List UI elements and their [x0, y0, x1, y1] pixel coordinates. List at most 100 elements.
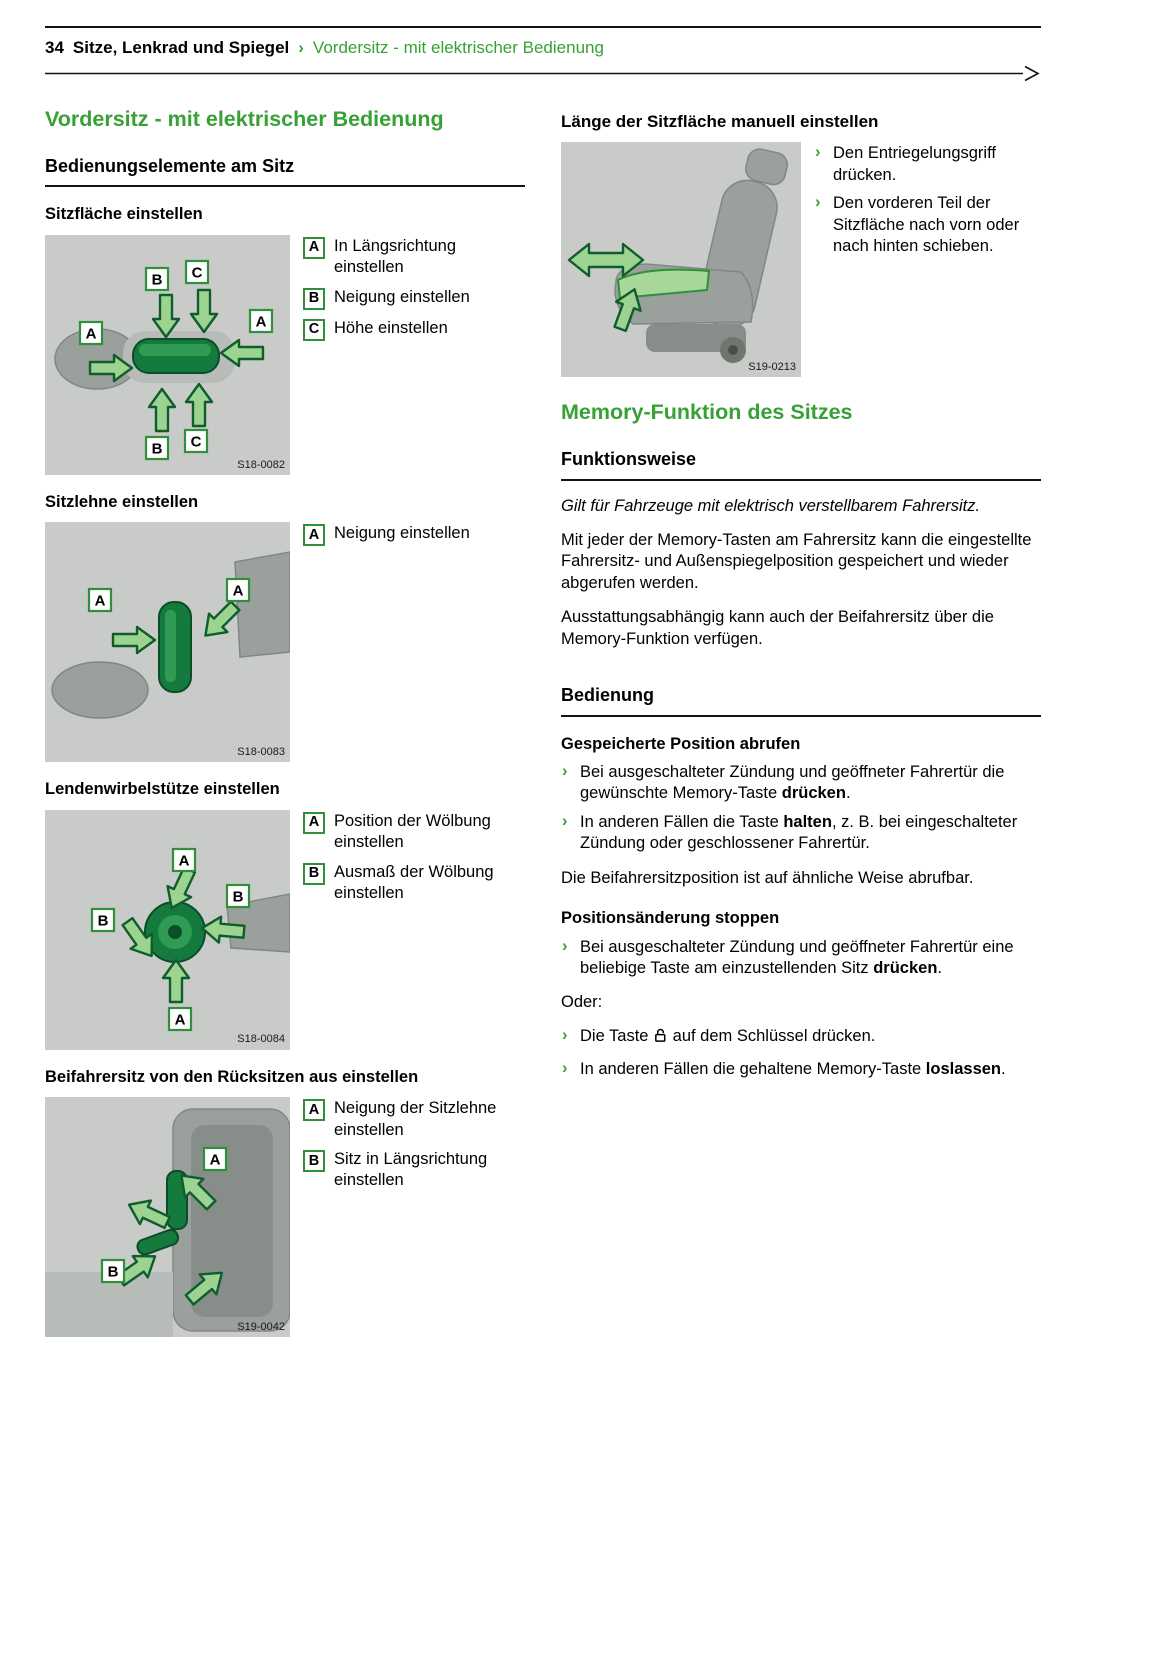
legend-key-box: B [303, 287, 325, 310]
page-number: 34 [45, 38, 64, 57]
subheading-stoppen: Positionsänderung stoppen [561, 909, 780, 928]
figure-row-beifahrersitz: A B S19-0042 A Neigung der Sitzlehne ein… [45, 1097, 525, 1338]
figure-label-box: A [87, 588, 113, 613]
legend-beifahrersitz: A Neigung der Sitzlehne einstellen B Sit… [290, 1097, 525, 1337]
legend-item: B Neigung einstellen [303, 287, 525, 310]
manual-adjust-heading: Länge der Sitzfläche manuell einstellen [561, 112, 879, 132]
legend-sitzflaeche: A In Längsrichtung einstellen B Neigung … [290, 235, 525, 475]
bullet-text-bold: drücken [873, 959, 938, 978]
figure-code: S18-0083 [237, 746, 285, 758]
bullet-item: › Die Taste auf dem Schlüssel drücken. [561, 1026, 1041, 1047]
figure-label-box: A [202, 1147, 228, 1172]
figure-code: S19-0042 [237, 1320, 285, 1333]
figure-sitzflaeche: B C A A B C S18-0082 [45, 234, 290, 475]
figure-title-beifahrersitz: Beifahrersitz von den Rücksitzen aus ein… [45, 1067, 419, 1086]
legend-key-box: B [303, 1150, 325, 1173]
figure-label-box: C [183, 428, 209, 453]
bullet-text: Bei ausgeschalteter Zündung und geöffnet… [580, 938, 1014, 977]
bullet-text-pre: Bei ausgeschalteter Zündung und geöffnet… [580, 762, 1005, 803]
figure-label: C [192, 264, 203, 281]
legend-key: B [308, 1152, 320, 1169]
seat-side-view-diagram [567, 148, 789, 364]
figure-label-box: A [167, 1006, 193, 1031]
figure-code: S19-0213 [748, 360, 796, 373]
legend-sitzlehne: A Neigung einstellen [290, 522, 525, 762]
legend-key: A [308, 239, 320, 256]
bullet-text-pre: Bei ausgeschalteter Zündung und geöffnet… [580, 937, 1014, 978]
unlock-icon [655, 1028, 666, 1042]
legend-key: A [308, 1101, 320, 1118]
bullet-text-post: . [937, 959, 942, 978]
subheading-abrufen: Gespeicherte Position abrufen [561, 734, 801, 753]
memory-section-title: Memory-Funktion des Sitzes [561, 400, 853, 425]
legend-key-box: A [303, 236, 325, 259]
bullet-item: › Den vorderen Teil der Sitzfläche nach … [814, 193, 1041, 257]
legend-text: Neigung einstellen [334, 287, 470, 306]
figure-label: B [233, 888, 244, 905]
figure-beifahrersitz: A B S19-0042 [45, 1097, 290, 1338]
bullet-arrow-icon: › [815, 193, 821, 212]
manual-adjust-bullets: › Den Entriegelungsgriff drücken. › Den … [801, 142, 1041, 377]
figure-label: A [256, 313, 267, 330]
bullet-text: Bei ausgeschalteter Zündung und geöffnet… [580, 763, 1004, 802]
bullet-text-post: , z. B. bei eingeschalteter Zündung oder… [580, 812, 1018, 853]
legend-key: B [308, 290, 320, 307]
page-container: 34 Sitze, Lenkrad und Spiegel › Vordersi… [45, 26, 1041, 1338]
bullet-item: › In anderen Fällen die gehaltene Memory… [561, 1059, 1041, 1080]
paragraph: Mit jeder der Memory-Tasten am Fahrersit… [561, 530, 1032, 592]
column-gap [525, 84, 561, 1337]
bullet-text: In anderen Fällen die Taste halten, z. B… [580, 813, 1017, 852]
figure-label: A [175, 1011, 186, 1028]
figure-lendenwirbelstuetze: A B B A S18-0084 [45, 809, 290, 1050]
figure-code: S18-0082 [237, 458, 285, 471]
paragraph: Ausstattungsabhängig kann auch der Beifa… [561, 608, 994, 648]
figure-label-box: A [225, 578, 251, 603]
figure-label: A [95, 593, 106, 610]
figure-label-box: B [90, 907, 116, 932]
bullet-text: Die Taste auf dem Schlüssel drücken. [580, 1027, 875, 1045]
legend-text: Ausmaß der Wölbung einstellen [334, 862, 494, 903]
legend-item: A Neigung der Sitzlehne einstellen [303, 1098, 525, 1141]
figure-label-box: A [171, 847, 197, 872]
legend-key: C [308, 321, 320, 338]
figure-title-sitzlehne: Sitzlehne einstellen [45, 492, 199, 511]
bullet-item: › Den Entriegelungsgriff drücken. [814, 143, 1041, 186]
applicability-note: Gilt für Fahrzeuge mit elektrisch verste… [561, 496, 981, 515]
figure-label-box: B [225, 883, 251, 908]
figure-title-lendenwirbelstuetze: Lendenwirbelstütze einstellen [45, 780, 280, 799]
bullet-text: In anderen Fällen die gehaltene Memory-T… [580, 1060, 1006, 1078]
bullet-text-post: . [1001, 1060, 1006, 1079]
legend-text: Sitz in Längsrichtung einstellen [334, 1150, 488, 1190]
figure-label-box: C [184, 259, 210, 284]
legend-key: B [308, 865, 320, 882]
legend-key: A [308, 814, 320, 831]
figure-label: B [152, 440, 163, 457]
figure-row-sitzlehne: A A S18-0083 A Neigung einstellen [45, 522, 525, 763]
legend-item: C Höhe einstellen [303, 318, 525, 341]
figure-label: A [179, 852, 190, 869]
legend-item: B Ausmaß der Wölbung einstellen [303, 862, 525, 905]
bullet-item: › Bei ausgeschalteter Zündung und geöffn… [561, 762, 1041, 805]
bullet-arrow-icon: › [562, 761, 568, 780]
legend-key-box: C [303, 318, 325, 341]
figure-label-box: B [100, 1259, 126, 1284]
bullet-arrow-icon: › [562, 1059, 568, 1078]
legend-key-box: A [303, 1099, 325, 1122]
figure-title-sitzflaeche: Sitzfläche einstellen [45, 205, 203, 224]
figure-label-box: B [144, 266, 170, 291]
bullet-arrow-icon: › [562, 1025, 568, 1044]
figure-row-sitzflaeche: B C A A B C S18-0082 A In Längsrichtung … [45, 234, 525, 475]
figure-label-box: B [144, 435, 170, 460]
seat-backrest-diagram: A A [51, 551, 290, 720]
bullet-arrow-icon: › [562, 936, 568, 955]
bullet-arrow-icon: › [815, 143, 821, 162]
figure-manual-adjust: S19-0213 [561, 142, 801, 378]
seat-surface-diagram: B C A A B C [54, 259, 274, 460]
header-rule-arrow [45, 65, 1040, 82]
section-heading-bedienungselemente: Bedienungselemente am Sitz [45, 155, 525, 188]
passenger-seat-diagram: A B [45, 1108, 290, 1338]
bullet-text-post: . [845, 784, 851, 803]
figure-code: S18-0084 [237, 1033, 285, 1046]
bullet-text-bold: drücken [781, 784, 846, 803]
paragraph: Die Beifahrersitzposition ist auf ähnlic… [561, 868, 974, 887]
